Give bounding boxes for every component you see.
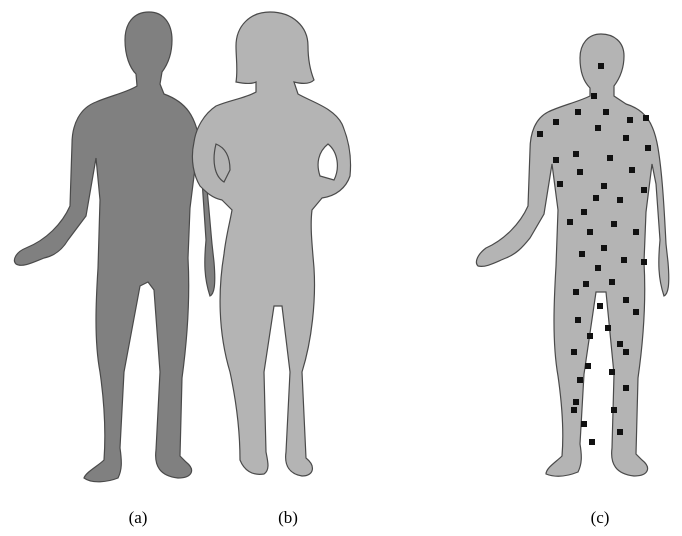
marker-dot <box>595 125 601 131</box>
marker-dot <box>537 131 543 137</box>
marker-dot <box>645 145 651 151</box>
marker-dot <box>607 155 613 161</box>
marker-dot <box>573 399 579 405</box>
marker-dot <box>573 289 579 295</box>
marker-dot <box>583 281 589 287</box>
marker-dot <box>573 151 579 157</box>
marker-dot <box>601 245 607 251</box>
marker-dot <box>633 229 639 235</box>
marker-dot <box>567 219 573 225</box>
marker-dot <box>605 325 611 331</box>
marker-dot <box>598 63 604 69</box>
marker-dot <box>585 363 591 369</box>
caption-a: (a) <box>118 508 158 528</box>
marker-dot <box>595 265 601 271</box>
male-silhouette-c <box>476 34 668 476</box>
marker-dot <box>593 195 599 201</box>
marker-dot <box>617 197 623 203</box>
marker-dot <box>621 257 627 263</box>
marker-dot <box>611 221 617 227</box>
marker-dot <box>579 251 585 257</box>
marker-dot <box>609 369 615 375</box>
marker-dot <box>597 303 603 309</box>
marker-dot <box>617 429 623 435</box>
marker-dot <box>629 167 635 173</box>
male-silhouette-a <box>14 12 214 482</box>
marker-dot <box>553 157 559 163</box>
marker-dot <box>611 407 617 413</box>
marker-dot <box>591 93 597 99</box>
marker-dot <box>575 317 581 323</box>
marker-dot <box>571 349 577 355</box>
marker-dot <box>633 309 639 315</box>
marker-dot <box>623 349 629 355</box>
marker-dot <box>641 187 647 193</box>
marker-dot <box>553 119 559 125</box>
caption-b: (b) <box>268 508 308 528</box>
marker-dot <box>581 209 587 215</box>
marker-dot <box>577 377 583 383</box>
marker-dot <box>643 115 649 121</box>
marker-dot <box>623 297 629 303</box>
marker-dot <box>603 109 609 115</box>
marker-dot <box>641 259 647 265</box>
marker-dot <box>571 407 577 413</box>
marker-dot <box>589 439 595 445</box>
marker-dot <box>577 169 583 175</box>
marker-dot <box>575 109 581 115</box>
marker-dot <box>609 279 615 285</box>
marker-dot <box>587 229 593 235</box>
marker-dot <box>557 181 563 187</box>
marker-dot <box>601 183 607 189</box>
marker-dot <box>623 385 629 391</box>
marker-dot <box>587 333 593 339</box>
marker-dot <box>617 341 623 347</box>
marker-dot <box>581 421 587 427</box>
marker-dot <box>623 135 629 141</box>
marker-dot <box>627 117 633 123</box>
caption-c: (c) <box>580 508 620 528</box>
female-silhouette-b <box>192 12 350 476</box>
